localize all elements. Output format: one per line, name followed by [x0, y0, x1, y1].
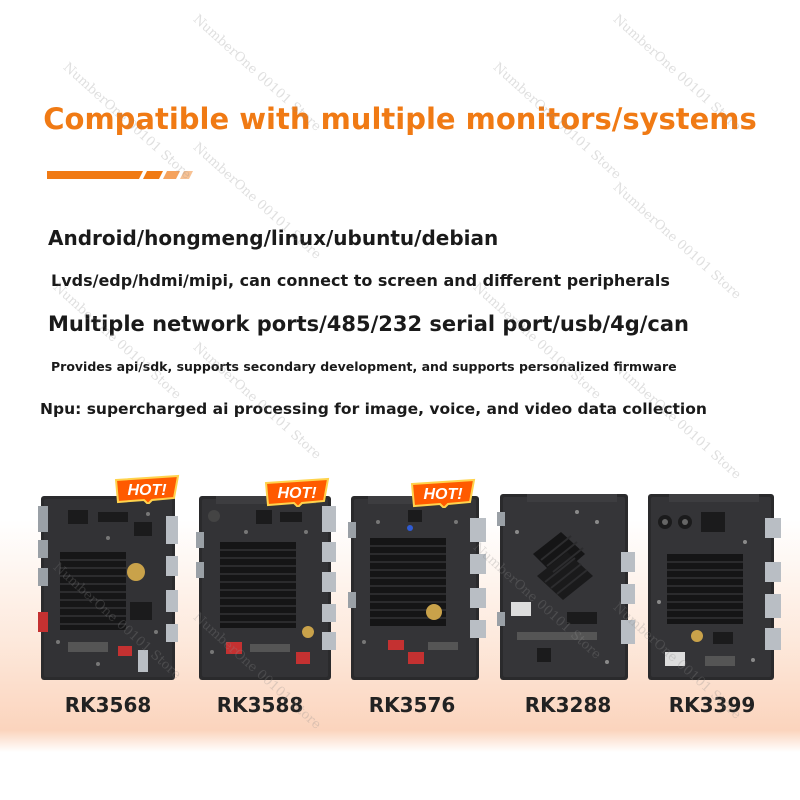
- board-image-rk3588: [196, 492, 336, 684]
- hot-badge-label: HOT!: [277, 485, 317, 502]
- feature-ports: Multiple network ports/485/232 serial po…: [48, 312, 689, 336]
- title-accent-bar: [47, 171, 193, 179]
- page-title: Compatible with multiple monitors/system…: [43, 102, 757, 136]
- board-image-rk3288: [497, 492, 637, 684]
- model-label-rk3576: RK3576: [368, 693, 456, 717]
- feature-sdk: Provides api/sdk, supports secondary dev…: [51, 359, 677, 374]
- board-image-rk3576: [348, 492, 488, 684]
- board-image-rk3568: [38, 492, 178, 684]
- model-label-rk3399: RK3399: [668, 693, 756, 717]
- feature-display-interfaces: Lvds/edp/hdmi/mipi, can connect to scree…: [51, 271, 670, 290]
- board-image-rk3399: [645, 492, 785, 684]
- hot-badge-label: HOT!: [423, 486, 463, 503]
- hot-badge-rk3576: HOT!: [410, 478, 476, 508]
- model-label-rk3568: RK3568: [64, 693, 152, 717]
- feature-os-support: Android/hongmeng/linux/ubuntu/debian: [48, 226, 499, 250]
- hot-badge-rk3588: HOT!: [264, 477, 330, 507]
- model-label-rk3288: RK3288: [524, 693, 612, 717]
- footer-strip: [0, 752, 800, 800]
- feature-npu: Npu: supercharged ai processing for imag…: [40, 400, 707, 418]
- model-label-rk3588: RK3588: [216, 693, 304, 717]
- hot-badge-rk3568: HOT!: [114, 474, 180, 504]
- hot-badge-label: HOT!: [127, 482, 167, 499]
